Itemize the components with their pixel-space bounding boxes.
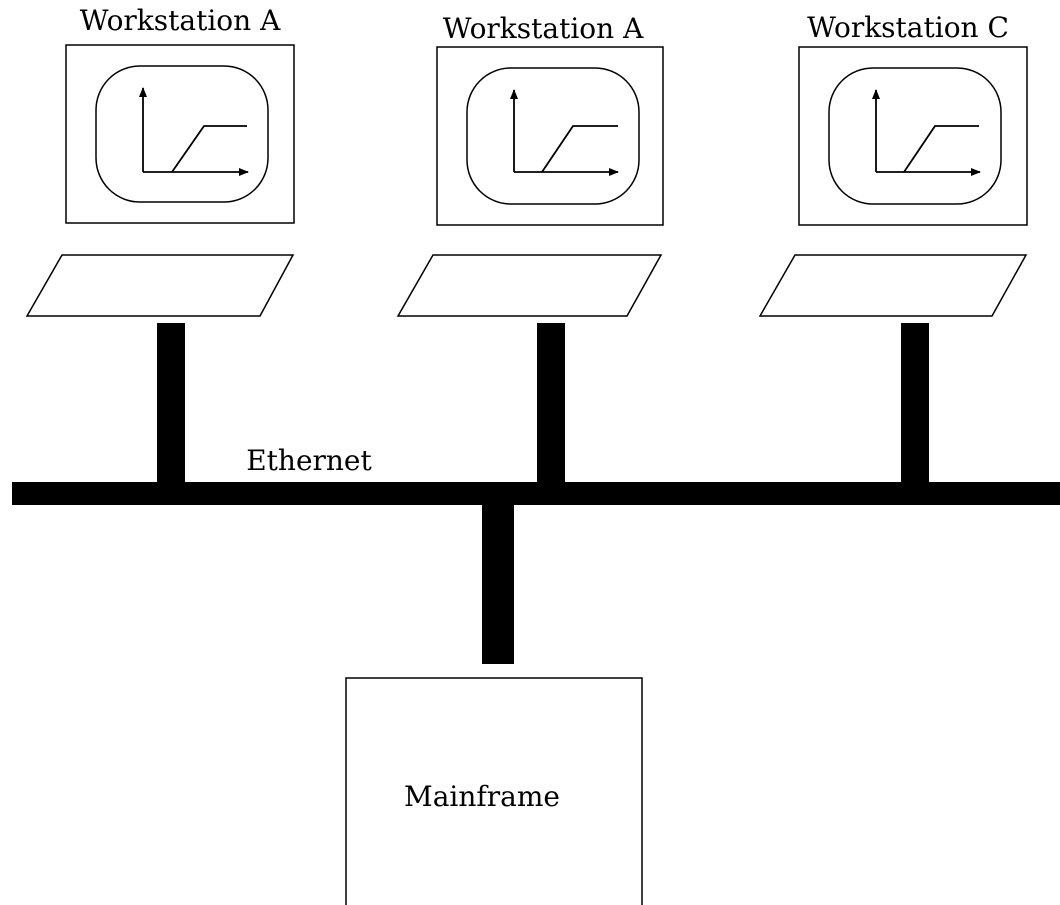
workstation-1-monitor [65,44,295,224]
workstation-1-label: Workstation A [80,4,281,37]
mainframe-label: Mainframe [404,780,560,813]
workstation-2: Workstation A [396,12,664,483]
ethernet-line [12,482,1060,505]
workstation-3-screen [828,67,1002,205]
workstation-2-label: Workstation A [443,12,644,45]
workstation-1-graph-icon [139,87,249,176]
workstation-2-keyboard [396,254,663,317]
workstation-2-screen [466,67,640,205]
ethernet-label: Ethernet [246,444,372,477]
workstation-1-keyboard [25,254,295,317]
workstation-3-monitor [798,46,1028,226]
workstation-2-monitor [436,46,664,226]
workstation-1-screen [95,65,269,203]
workstation-3: Workstation C [758,11,1028,483]
workstation-3-keyboard [758,254,1028,317]
workstation-1-connector [157,323,185,483]
mainframe: Mainframe [345,503,643,905]
mainframe-box [345,677,643,905]
workstation-2-connector [537,323,565,483]
workstation-3-connector [901,323,929,483]
workstation-1: Workstation A [25,4,295,483]
workstation-3-label: Workstation C [807,11,1009,44]
workstation-2-graph-icon [510,89,619,176]
ethernet-bus: Ethernet [12,444,1060,505]
workstation-3-graph-icon [872,89,981,176]
mainframe-connector [482,503,514,664]
